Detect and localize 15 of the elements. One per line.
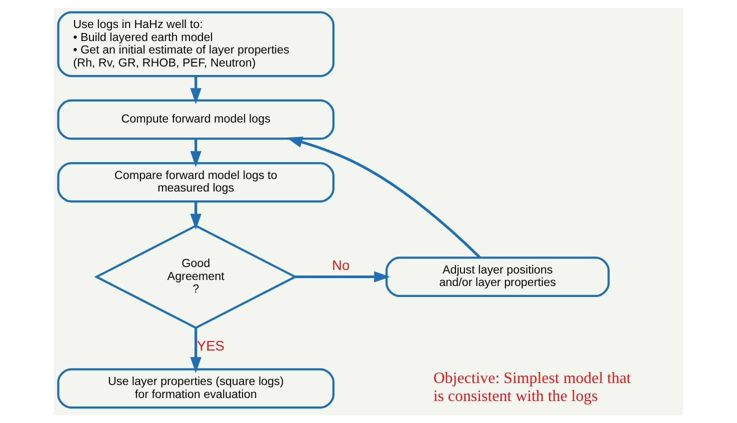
edge-label: YES [196,338,225,354]
node-box: Adjust layer positions and/or layer properties [386,256,610,298]
edge-label: No [332,256,350,273]
node-box: Use logs in HaHz well to: • Build layered earth model • Get an initial estimate of layer properties (Rh, Rv, GR, RHOB, PEF, Neutron) [57,11,334,78]
arrow [190,328,202,374]
node-box: Compute forward model logs [57,99,334,140]
label: Objective: Simplest model that is consistent with the logs [433,370,631,406]
arrow [286,136,481,258]
arrow [190,138,202,168]
node-box: Use layer properties (square logs) for formation evaluation [57,368,334,409]
arrow [190,202,202,230]
node-diamond: Good Agreement ? [94,224,298,330]
arrow [190,76,202,104]
node-box: Compare forward model logs to measured logs [57,162,334,202]
arrow [295,271,390,282]
